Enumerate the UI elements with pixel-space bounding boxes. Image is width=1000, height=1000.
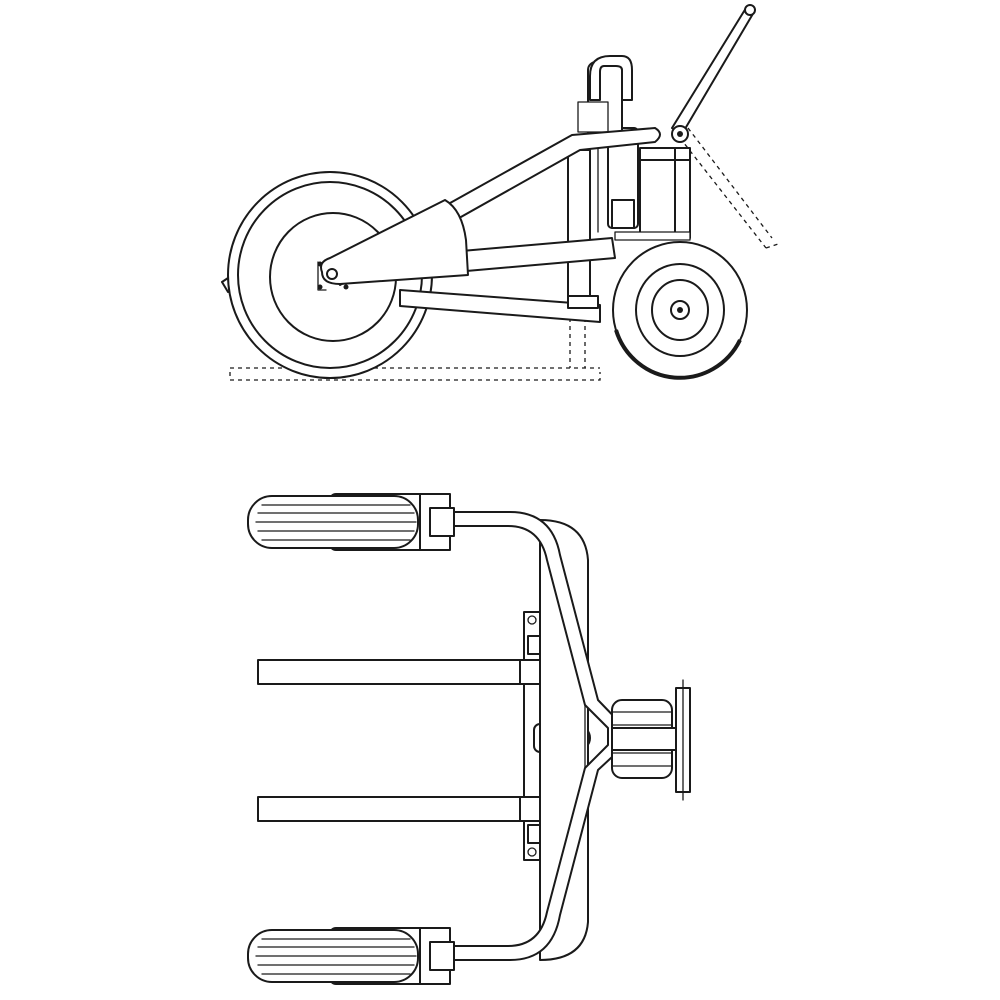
top-wheel-upper [247,493,455,551]
top-wheel-lower [247,927,455,985]
pull-handle [671,4,756,143]
ground-dashed-outline [229,318,601,381]
fork-tine-lower [257,796,531,822]
side-view [221,4,779,381]
handle-alternate-position [679,127,779,249]
hydraulic-cylinder [577,55,639,233]
lower-strut [399,289,601,323]
caster-fork [614,231,691,241]
gusset-plate [317,199,469,291]
vertical-column [567,149,599,309]
top-view [247,493,691,985]
caster-wheel [612,241,748,380]
front-bracket-box [639,147,691,239]
caster-assembly [611,679,691,801]
fork-tine-upper [257,659,531,685]
